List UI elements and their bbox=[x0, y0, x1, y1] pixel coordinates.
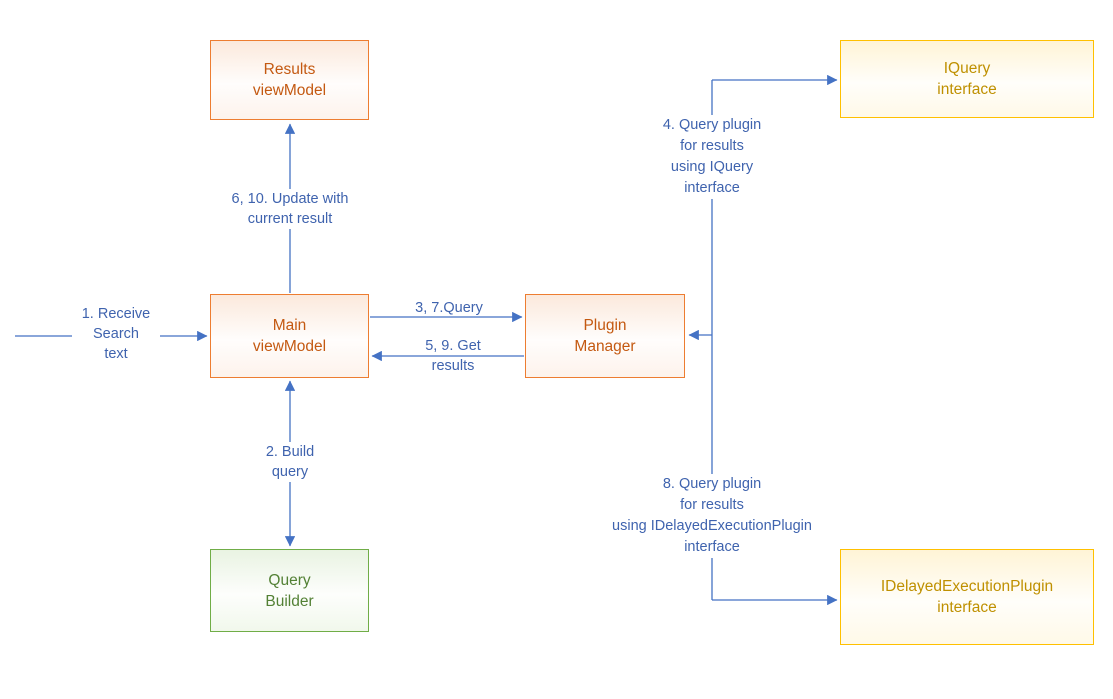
node-query-builder: Query Builder bbox=[210, 549, 369, 632]
node-label: interface bbox=[937, 81, 997, 98]
edge-label-query-plugin-iquery: 4. Query plugin for results using IQuery… bbox=[645, 115, 779, 199]
edge-label-get-results: 5, 9. Get results bbox=[425, 338, 481, 374]
node-label: interface bbox=[937, 599, 997, 616]
node-label: Query bbox=[268, 571, 311, 589]
node-label: IQuery bbox=[943, 60, 991, 77]
node-label: viewModel bbox=[252, 82, 327, 99]
edge-label-update-with-current-result: 6, 10. Update with current result bbox=[218, 189, 362, 229]
node-results-viewmodel: Results viewModel bbox=[210, 40, 369, 120]
edge-label-query: 3, 7.Query bbox=[415, 300, 483, 316]
node-main-viewmodel: Main viewModel bbox=[210, 294, 369, 378]
node-label: Plugin bbox=[583, 317, 627, 334]
node-idelayedexecutionplugin-interface: IDelayedExecutionPlugin interface bbox=[840, 549, 1094, 645]
node-label: Builder bbox=[265, 592, 314, 610]
node-label: IDelayedExecutionPlugin bbox=[880, 578, 1054, 595]
edge-label-receive-search-text: 1. Receive Search text bbox=[72, 304, 160, 364]
node-label: Results bbox=[263, 61, 316, 78]
node-label: viewModel bbox=[252, 338, 327, 355]
node-label: Manager bbox=[574, 338, 636, 355]
node-plugin-manager: Plugin Manager bbox=[525, 294, 685, 378]
edge-label-build-query: 2. Build query bbox=[256, 442, 324, 482]
edge-label-query-plugin-idelayed: 8. Query plugin for results using IDelay… bbox=[590, 474, 834, 558]
node-label: Main bbox=[272, 317, 307, 334]
node-iquery-interface: IQuery interface bbox=[840, 40, 1094, 118]
